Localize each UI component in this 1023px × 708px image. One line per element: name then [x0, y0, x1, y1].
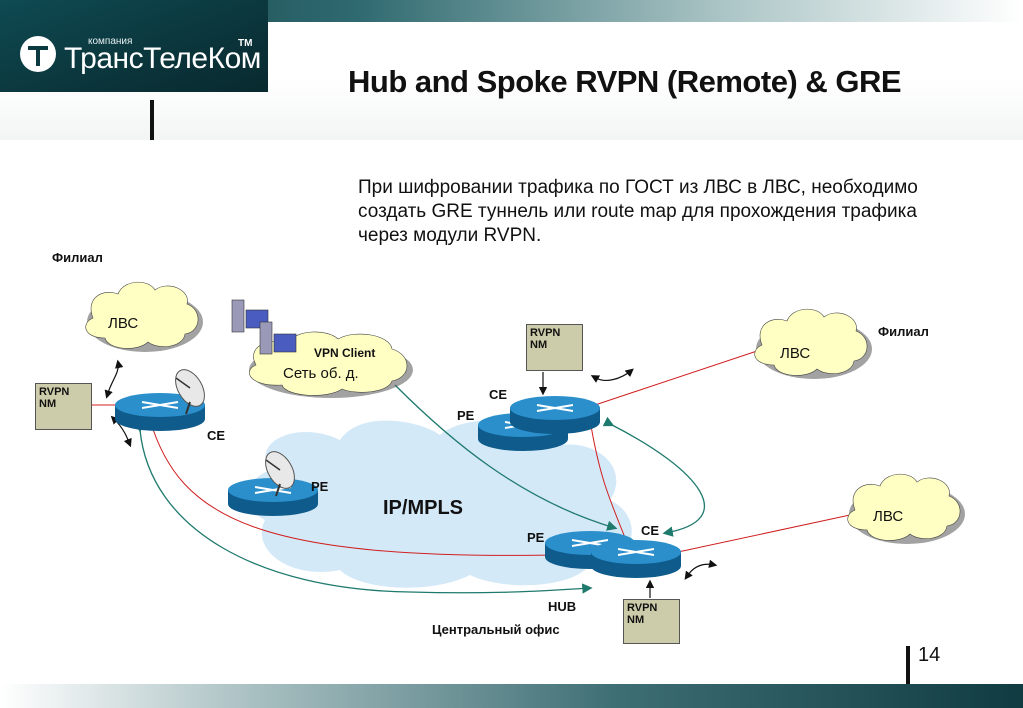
- pe-label-right: PE: [457, 408, 475, 423]
- router-pe-left: [228, 478, 318, 516]
- slide-header: компания ТрансТелеКом TM Hub and Spoke R…: [0, 0, 1023, 140]
- slide-description: При шифровании трафика по ГОСТ из ЛВС в …: [358, 177, 918, 246]
- ce-label-right: CE: [489, 387, 508, 402]
- lan-label-hub: ЛВС: [873, 508, 903, 525]
- vpn-client-computer-icon: [231, 299, 297, 355]
- slide-footer: [0, 684, 1023, 708]
- logo-company-name: ТрансТелеКом: [64, 42, 261, 75]
- rvpn-nm-left: RVPN NM: [35, 383, 92, 430]
- rvpn-nm-right: RVPN NM: [526, 324, 583, 371]
- logo-company-small: компания: [88, 36, 133, 47]
- arrow-hub-lan: [684, 559, 718, 580]
- page-number-divider: [906, 646, 910, 690]
- router-ce-hub: [591, 540, 681, 578]
- lan-cloud-hub: [847, 473, 965, 544]
- company-logo: компания ТрансТелеКом TM: [0, 0, 268, 92]
- lan-label-left: ЛВС: [108, 315, 138, 332]
- lan-label-right: ЛВС: [780, 345, 810, 362]
- branch-left-label: Филиал: [52, 250, 103, 265]
- hub-label: HUB: [548, 599, 577, 614]
- public-net-label: Сеть об. д.: [283, 365, 359, 382]
- branch-right-label: Филиал: [878, 324, 929, 339]
- pe-label-left: PE: [311, 479, 329, 494]
- tunnel-left-hub: [134, 421, 593, 594]
- arrow-left-lan: [104, 359, 124, 399]
- mpls-label: IP/MPLS: [383, 497, 463, 519]
- link-branch-right: [594, 349, 761, 406]
- satellite-dish-icon: [265, 451, 295, 497]
- ce-label-left: CE: [207, 428, 226, 443]
- logo-tm: TM: [238, 38, 253, 49]
- tunnel-right-hub: [602, 416, 706, 537]
- lan-cloud-right: [754, 308, 872, 379]
- ce-label-hub: CE: [641, 523, 660, 538]
- router-ce-right: [510, 396, 600, 434]
- arrow-right-lan: [590, 368, 634, 383]
- link-hub-lan: [677, 514, 851, 553]
- logo-emblem-icon: [20, 36, 56, 72]
- lan-cloud-left: [85, 281, 203, 352]
- satellite-dish-icon: [175, 369, 205, 415]
- pe-label-hub: PE: [527, 530, 545, 545]
- vpn-client-label: VPN Client: [314, 346, 375, 360]
- rvpn-nm-hub: RVPN NM: [623, 599, 680, 644]
- page-number: 14: [918, 644, 941, 666]
- tunnel-vpnclient-hub: [394, 384, 618, 531]
- title-divider: [150, 100, 154, 140]
- slide-title: Hub and Spoke RVPN (Remote) & GRE: [348, 64, 902, 99]
- central-office-label: Центральный офис: [432, 622, 560, 637]
